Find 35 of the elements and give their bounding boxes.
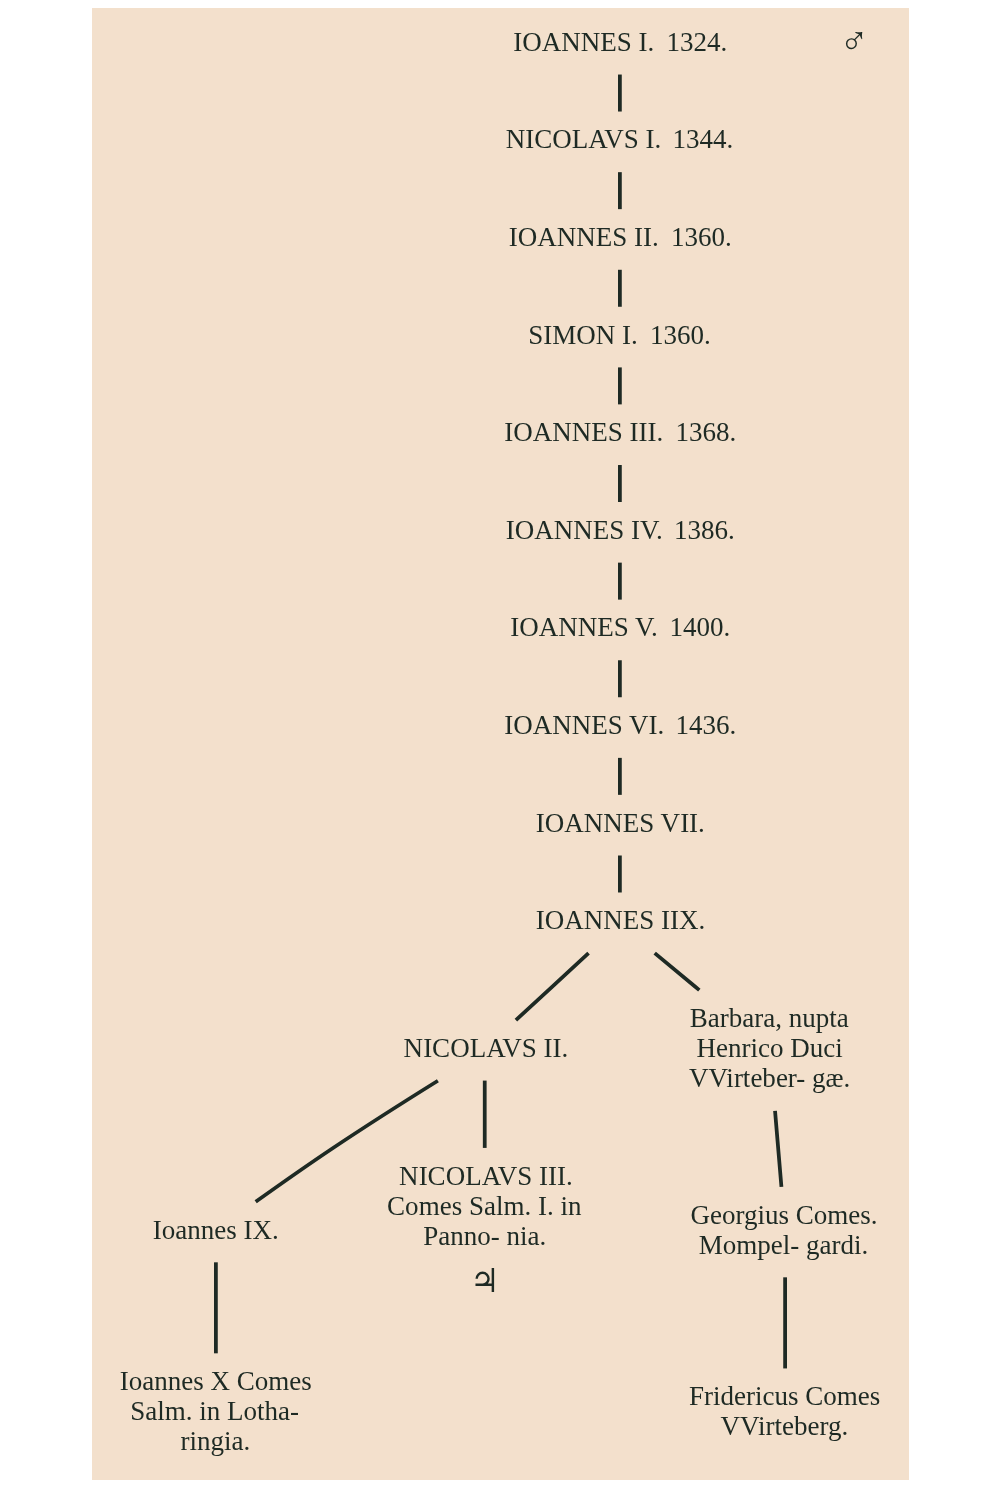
label: ♂ (839, 18, 869, 62)
connector (772, 1110, 783, 1188)
node-text: NICOLAVS I. 1344. (505, 124, 733, 155)
node-text: Ioannes X Comes Salm. in Lotha- ringia. (119, 1366, 312, 1457)
node-text: NICOLAVS II. (403, 1032, 568, 1063)
node-text: SIMON I. 1360. (527, 319, 711, 350)
node-text: NICOLAVS III. Comes Salm. I. in Panno- nia. (386, 1160, 581, 1251)
connector (617, 757, 622, 795)
connector (617, 855, 622, 893)
connector (653, 951, 701, 992)
node-text: IOANNES IIX. (535, 905, 705, 936)
connector (482, 1080, 487, 1148)
node-text: IOANNES IV. 1386. (505, 514, 735, 545)
connector (782, 1277, 787, 1369)
connector (617, 562, 622, 600)
node-text: IOANNES V. 1400. (509, 612, 730, 643)
connector (254, 1079, 439, 1204)
node-text: IOANNES VI. 1436. (503, 710, 736, 741)
node-text: IOANNES I. 1324. (512, 26, 727, 57)
connector (617, 465, 622, 502)
connector (617, 172, 622, 210)
node-text: IOANNES VII. (535, 807, 705, 838)
node-text: Barbara, nupta Henrico Duci VVirteber- gæ. (688, 1002, 850, 1094)
connector (617, 660, 622, 698)
connector (617, 74, 622, 112)
node-text: IOANNES II. 1360. (508, 221, 732, 252)
node-text: Fridericus Comes VVirteberg. (688, 1381, 880, 1442)
node-text: Ioannes IX. (152, 1214, 279, 1245)
connector (617, 269, 622, 307)
node-text: IOANNES III. 1368. (503, 417, 736, 448)
connector (617, 367, 622, 405)
node-label: ♃ (469, 1262, 500, 1299)
connector (213, 1262, 218, 1354)
node-text: Georgius Comes. Mompel- gardi. (689, 1199, 878, 1260)
connector (514, 951, 590, 1022)
